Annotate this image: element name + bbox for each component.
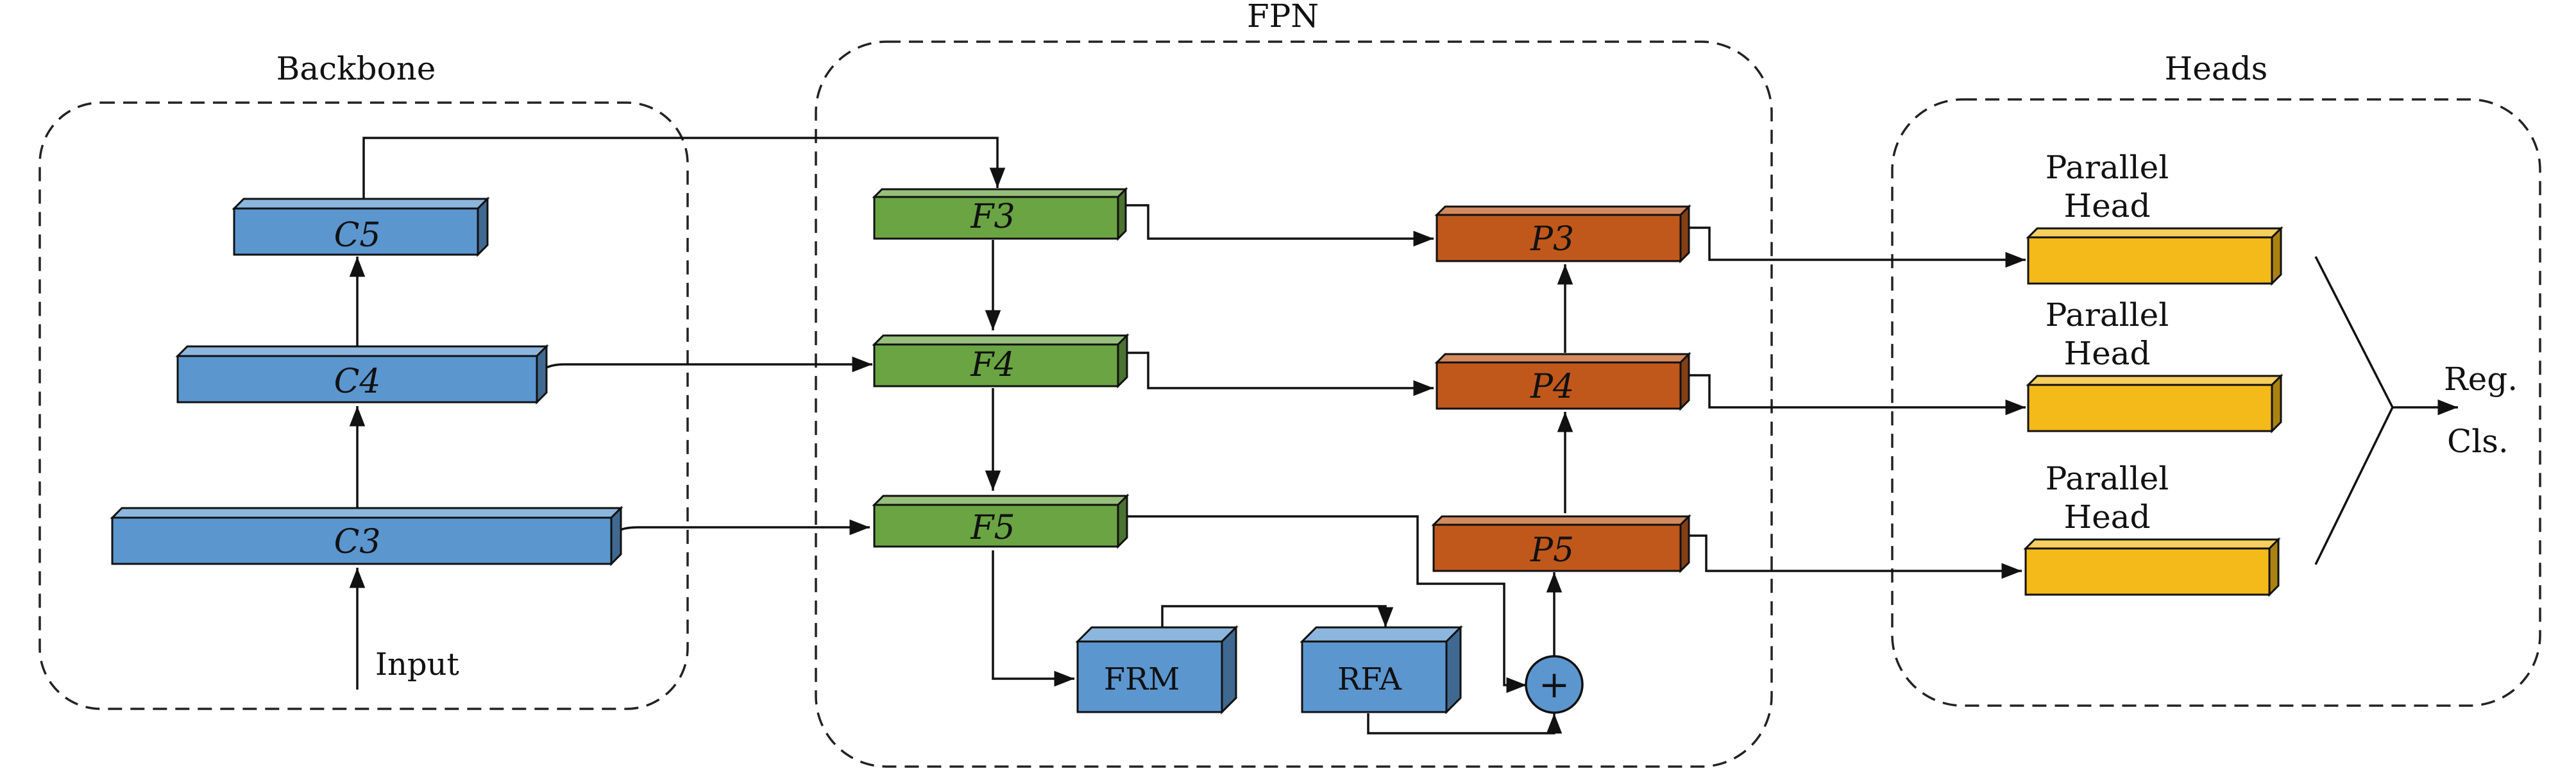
label-rfa: RFA <box>1337 661 1402 697</box>
label-input: Input <box>375 647 459 683</box>
label-f4: F4 <box>970 346 1015 384</box>
block-head1 <box>2026 226 2284 286</box>
label-frm: FRM <box>1104 661 1180 697</box>
block-c3 <box>110 505 623 566</box>
heads-merge-line-top <box>2314 256 2394 408</box>
label-head2-line1: Parallel <box>2046 296 2169 334</box>
block-p5 <box>1431 514 1691 573</box>
block-head2 <box>2026 373 2284 434</box>
block-f5 <box>872 493 1130 549</box>
arrow-f5-frm <box>992 550 1074 687</box>
blocks <box>110 187 2284 715</box>
arrow-f4-p4 <box>1124 352 1434 396</box>
heads-group <box>1891 98 2541 707</box>
arrow-c3-f5 <box>614 519 870 536</box>
backbone-group <box>38 101 689 710</box>
label-out-cls: Cls. <box>2447 423 2509 460</box>
arrow-f3-p3 <box>1124 204 1434 247</box>
heads-merge-line-bottom <box>2314 407 2394 565</box>
arrow-p3-head1 <box>1687 226 2026 268</box>
block-head3 <box>2023 537 2281 597</box>
arrow-p5-head3 <box>1687 534 2022 579</box>
label-p3: P3 <box>1530 220 1574 259</box>
label-c5: C5 <box>334 216 381 255</box>
labels: C5 C4 C3 Input F3 F4 F5 P3 P4 P5 FRM RFA… <box>334 149 2518 697</box>
plus-symbol: + <box>1539 663 1570 706</box>
label-head3-line1: Parallel <box>2046 460 2169 497</box>
arrow-c4-f4 <box>541 356 872 373</box>
label-head2-line2: Head <box>2063 335 2150 372</box>
block-c4 <box>175 344 549 405</box>
arrow-f5-plus <box>1123 515 1527 693</box>
label-head3-line2: Head <box>2063 498 2150 536</box>
plus-node: + <box>1525 655 1584 714</box>
label-head1-line2: Head <box>2063 187 2150 225</box>
block-p4 <box>1434 352 1691 411</box>
block-frm <box>1075 625 1239 715</box>
label-p4: P4 <box>1530 368 1574 406</box>
heads-title: Heads <box>2165 50 2268 87</box>
arrow-frm-rfa <box>1161 605 1394 629</box>
label-out-reg: Reg. <box>2444 361 2518 398</box>
block-f4 <box>872 333 1130 389</box>
arrow-c5-f3 <box>362 137 1006 202</box>
block-f3 <box>872 187 1128 241</box>
connections <box>349 137 2458 735</box>
block-p3 <box>1434 204 1691 264</box>
label-head1-line1: Parallel <box>2046 149 2169 186</box>
fpn-title: FPN <box>1247 0 1319 35</box>
arrow-rfa-plus <box>1367 713 1563 735</box>
fpn-group <box>815 40 1773 768</box>
arrow-p4-head2 <box>1687 374 2026 416</box>
label-f3: F3 <box>970 198 1015 236</box>
label-c4: C4 <box>334 362 381 401</box>
label-p5: P5 <box>1530 531 1574 570</box>
block-c5 <box>232 196 490 257</box>
block-rfa <box>1300 625 1463 715</box>
label-f5: F5 <box>970 509 1015 547</box>
backbone-title: Backbone <box>276 50 436 87</box>
label-c3: C3 <box>334 523 381 561</box>
